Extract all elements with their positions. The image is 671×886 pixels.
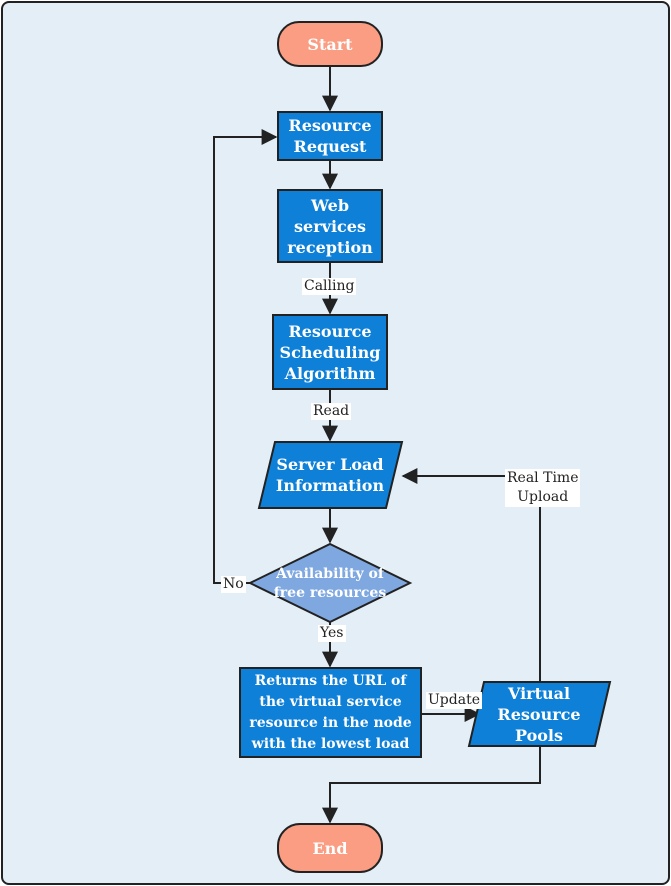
web-services-box xyxy=(277,189,383,263)
edge-label-calling: Calling xyxy=(302,278,357,295)
scheduling-box xyxy=(272,314,388,390)
server-load-parallelogram xyxy=(257,441,404,509)
edge-label-real-time-upload: Real Time Upload xyxy=(505,469,581,507)
returns-url-box xyxy=(239,667,422,758)
edge-label-update: Update xyxy=(426,692,482,709)
edge-label-read: Read xyxy=(311,403,352,420)
availability-diamond xyxy=(247,542,413,624)
virtual-pools-parallelogram xyxy=(467,681,612,747)
edge-label-yes: Yes xyxy=(318,625,346,642)
edge-availability-no xyxy=(213,129,278,584)
resource-request-box xyxy=(277,111,383,161)
edge-pools-end xyxy=(322,746,541,824)
start-terminal xyxy=(277,21,383,67)
edge-label-no: No xyxy=(221,576,246,593)
end-terminal xyxy=(277,823,383,873)
